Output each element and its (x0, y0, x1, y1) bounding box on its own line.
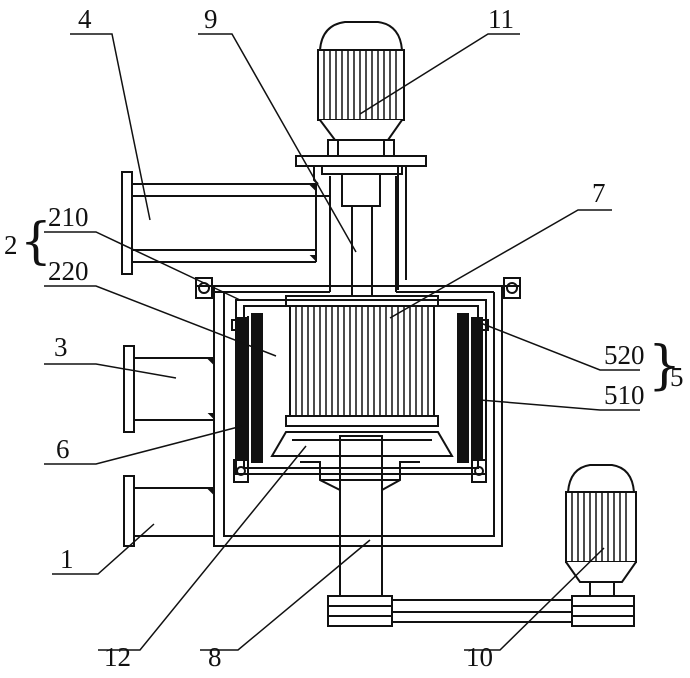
bottom-motor (566, 465, 636, 596)
belt-drive (328, 596, 634, 626)
label-7: 7 (592, 180, 606, 207)
upper-housing (314, 166, 406, 296)
label-5: 5 (670, 364, 684, 391)
label-220: 220 (48, 258, 89, 285)
pipe-3 (124, 346, 214, 432)
label-520: 520 (604, 342, 645, 369)
label-6: 6 (56, 436, 70, 463)
label-1: 1 (60, 546, 74, 573)
top-motor (296, 22, 426, 174)
label-9: 9 (204, 6, 218, 33)
lower-shaft (300, 436, 420, 596)
label-8: 8 (208, 644, 222, 671)
label-11: 11 (488, 6, 514, 33)
label-2: 2 (4, 232, 18, 259)
label-4: 4 (78, 6, 92, 33)
label-10: 10 (466, 644, 493, 671)
pipe-1 (124, 476, 214, 546)
label-210: 210 (48, 204, 89, 231)
label-12: 12 (104, 644, 131, 671)
label-3: 3 (54, 334, 68, 361)
label-510: 510 (604, 382, 645, 409)
rotor (272, 296, 452, 456)
